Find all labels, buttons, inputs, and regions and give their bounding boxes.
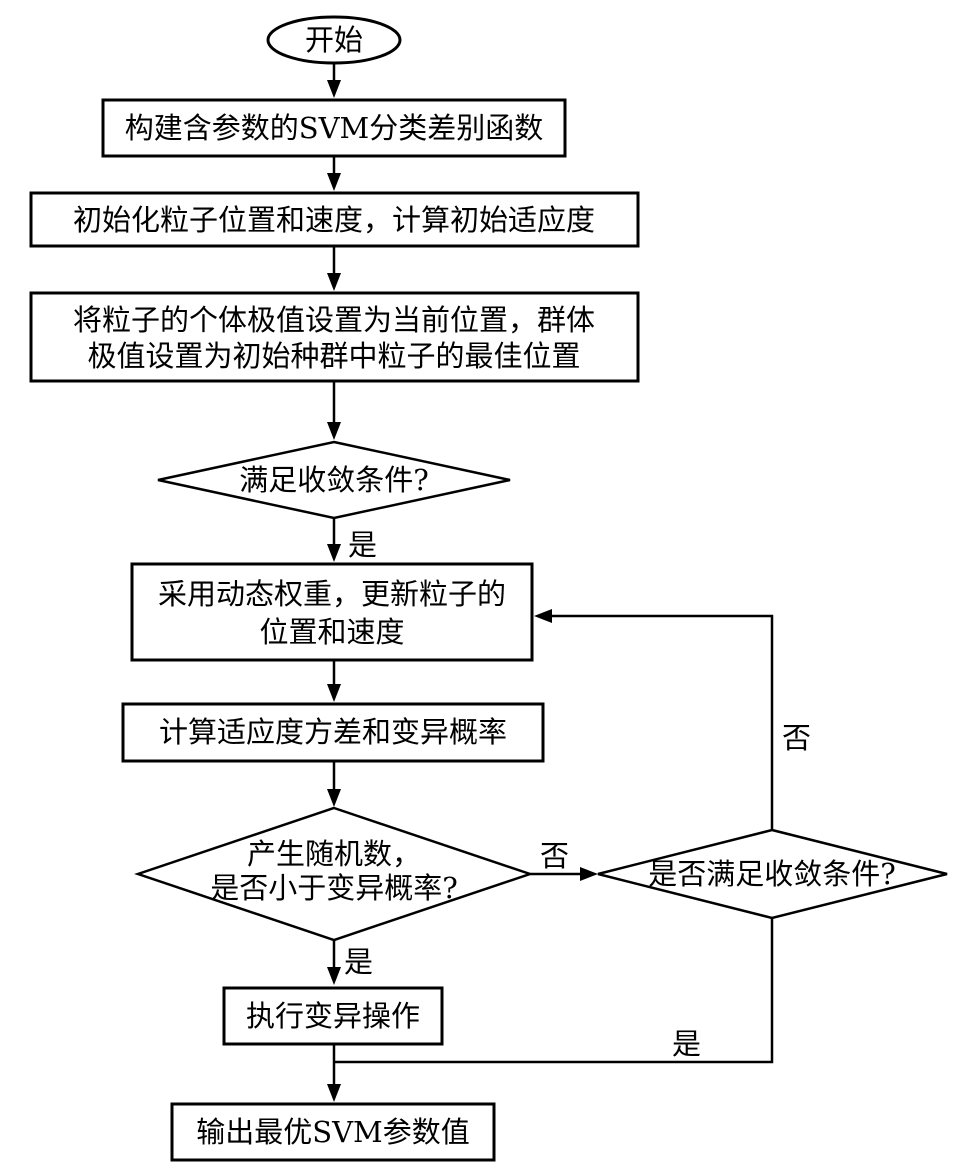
random-check-line-2: 是否小于变异概率? <box>210 871 458 905</box>
converge-check-diamond: 满足收敛条件? <box>157 440 511 520</box>
connectors <box>327 63 774 1102</box>
init-box: 初始化粒子位置和速度，计算初始适应度 <box>29 191 640 248</box>
set-extreme-line-2: 极值设置为初始种群中粒子的最佳位置 <box>87 339 580 373</box>
converge-yes-label: 是 <box>348 528 377 562</box>
update-box: 采用动态权重，更新粒子的 位置和速度 <box>130 562 534 662</box>
random-check-line-1: 产生随机数， <box>247 837 421 871</box>
start-node: 开始 <box>266 15 402 65</box>
mutate-label: 执行变异操作 <box>246 999 420 1033</box>
update-line-1: 采用动态权重，更新粒子的 <box>158 577 506 611</box>
converge-check-2-diamond: 是否满足收敛条件? <box>597 828 948 920</box>
calc-variance-label: 计算适应度方差和变异概率 <box>159 715 507 749</box>
converge-check-2-label: 是否满足收敛条件? <box>648 857 896 891</box>
output-box: 输出最优SVM参数值 <box>170 1102 496 1162</box>
set-extreme-line-1: 将粒子的个体极值设置为当前位置，群体 <box>73 303 595 337</box>
calc-variance-box: 计算适应度方差和变异概率 <box>121 702 545 763</box>
converge2-no-label: 否 <box>782 721 811 755</box>
start-label: 开始 <box>305 23 363 57</box>
random-no-label: 否 <box>540 839 569 873</box>
output-label: 输出最优SVM参数值 <box>196 1115 470 1149</box>
random-check-diamond: 产生随机数， 是否小于变异概率? <box>134 806 534 942</box>
set-extreme-box: 将粒子的个体极值设置为当前位置，群体 极值设置为初始种群中粒子的最佳位置 <box>29 291 640 383</box>
converge2-yes-label: 是 <box>672 1027 701 1061</box>
random-yes-label: 是 <box>344 945 373 979</box>
build-svm-box: 构建含参数的SVM分类差别函数 <box>101 98 567 158</box>
init-label: 初始化粒子位置和速度，计算初始适应度 <box>73 203 595 237</box>
mutate-box: 执行变异操作 <box>222 986 444 1046</box>
build-svm-label: 构建含参数的SVM分类差别函数 <box>125 111 544 145</box>
update-line-2: 位置和速度 <box>259 615 404 649</box>
converge-check-label: 满足收敛条件? <box>239 463 429 497</box>
